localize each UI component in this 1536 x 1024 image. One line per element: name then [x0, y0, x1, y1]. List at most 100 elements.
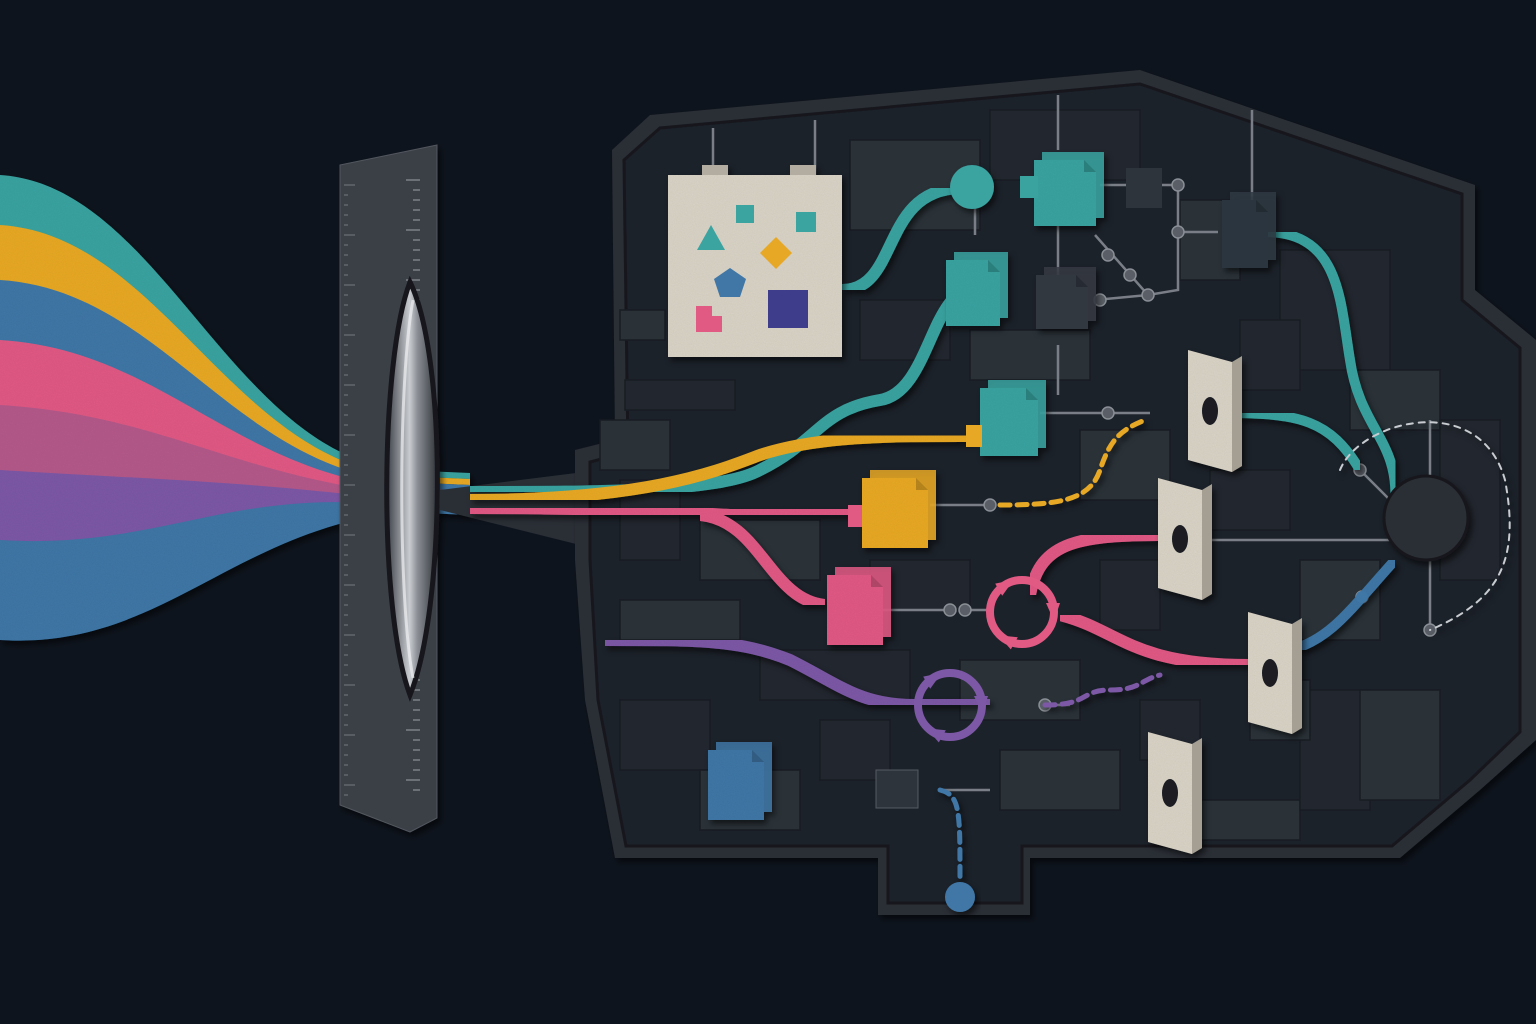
gate-1 — [1188, 350, 1242, 472]
circuit-block — [1209, 469, 1291, 531]
spectrum-band-gold — [0, 225, 470, 485]
document-teal-center — [980, 380, 1046, 456]
gold-port — [966, 425, 982, 447]
gate-hole — [1262, 659, 1278, 687]
teal-circle-node — [950, 165, 994, 209]
card-pentagon — [714, 268, 746, 297]
document-blue — [708, 742, 772, 820]
circuit-block — [624, 379, 736, 411]
circuit-block — [1199, 799, 1301, 841]
dark-junction-node — [875, 769, 919, 809]
document-fold — [988, 260, 1000, 272]
connector-joint — [1171, 225, 1185, 239]
gate-side — [1292, 618, 1302, 734]
connector-joint — [1101, 248, 1115, 262]
gate-hole — [1162, 779, 1178, 807]
gate-2 — [1158, 478, 1212, 600]
document-stack-icon — [946, 260, 1000, 326]
ruler-housing — [339, 144, 440, 833]
flow-paths — [464, 182, 1511, 883]
card-triangle — [697, 225, 725, 250]
flow-path-blue — [1285, 555, 1400, 655]
circuit-block — [1239, 319, 1301, 391]
flow-path-pink — [464, 502, 866, 521]
gate-hole — [1202, 397, 1218, 425]
document-stack-icon — [708, 750, 764, 820]
circuit-block — [599, 419, 671, 471]
document-stack-icon — [980, 388, 1038, 456]
document-gold — [862, 470, 936, 548]
blue-joint — [1356, 591, 1368, 603]
document-stack-icon — [827, 575, 883, 645]
cycle-arrow — [995, 579, 1014, 596]
circuit-block — [1359, 689, 1441, 801]
flow-path-pink — [1024, 529, 1176, 601]
document-dark-right — [1222, 192, 1276, 268]
document-fold — [1084, 160, 1096, 172]
card-corner-square — [696, 306, 722, 332]
card-diamond — [760, 237, 792, 269]
card-square-navy — [768, 290, 808, 328]
circuit-block — [969, 329, 1091, 381]
flow-path-purple — [599, 634, 996, 711]
hub-node-icon — [1382, 474, 1470, 562]
flow-path-pink — [694, 509, 831, 611]
cycle-arrow — [974, 696, 988, 714]
spectrum-band-blue — [0, 280, 470, 491]
flow-path-pink — [1054, 609, 1256, 671]
connector-joint — [958, 603, 972, 617]
document-teal-top — [1034, 152, 1104, 226]
blue-endpoint-node — [945, 882, 975, 912]
gate-side — [1202, 484, 1212, 600]
purple-cycle — [914, 669, 988, 743]
document-stack-icon — [1034, 160, 1096, 226]
connector-joint — [983, 498, 997, 512]
document-stack-icon — [1036, 275, 1088, 329]
document-teal-mid — [946, 252, 1008, 326]
circuit-block — [619, 599, 741, 641]
gate-hole — [1172, 525, 1188, 553]
shape-card-items — [696, 205, 816, 332]
connector-joint — [943, 603, 957, 617]
dashed-path — [1042, 672, 1163, 708]
circuit-block — [999, 749, 1121, 811]
flow-path-teal — [836, 182, 966, 296]
dark-square-node — [1126, 168, 1162, 208]
cycle-arrow — [998, 635, 1018, 650]
circuit-block — [619, 309, 666, 341]
flow-path-gold — [464, 429, 981, 506]
circuit-block — [1299, 689, 1371, 811]
gate-3 — [1248, 612, 1302, 734]
dashed-path — [997, 417, 1148, 508]
pink-port — [848, 505, 862, 527]
dashed-path — [937, 787, 963, 883]
gate-side — [1192, 738, 1202, 854]
circuit-block — [1079, 429, 1171, 501]
card-square-teal — [736, 205, 754, 223]
teal-port — [1020, 176, 1038, 198]
shape-card — [668, 165, 842, 357]
lens-highlight — [400, 299, 415, 679]
spectrum-band-teal — [0, 175, 470, 479]
spectrum-band-pink — [0, 340, 470, 498]
document-fold — [1256, 200, 1268, 212]
cycle-arrow — [1046, 603, 1060, 621]
document-fold — [1026, 388, 1038, 400]
document-stack-icon — [862, 478, 928, 548]
circuit-block — [1099, 559, 1161, 631]
nodes — [708, 152, 1470, 912]
gate-4 — [1148, 732, 1202, 854]
lens-icon — [384, 275, 440, 702]
connector-joint — [1171, 178, 1185, 192]
shape-card-paper — [668, 175, 842, 357]
document-dark-mid — [1036, 267, 1096, 329]
document-fold — [752, 750, 764, 762]
connector-wire — [1094, 234, 1149, 296]
pink-cycle — [986, 576, 1060, 650]
cycle-arrow — [926, 728, 946, 743]
gate-side — [1232, 356, 1242, 472]
flow-path-teal — [1260, 227, 1401, 510]
connector-joint — [1123, 268, 1137, 282]
document-fold — [871, 575, 883, 587]
